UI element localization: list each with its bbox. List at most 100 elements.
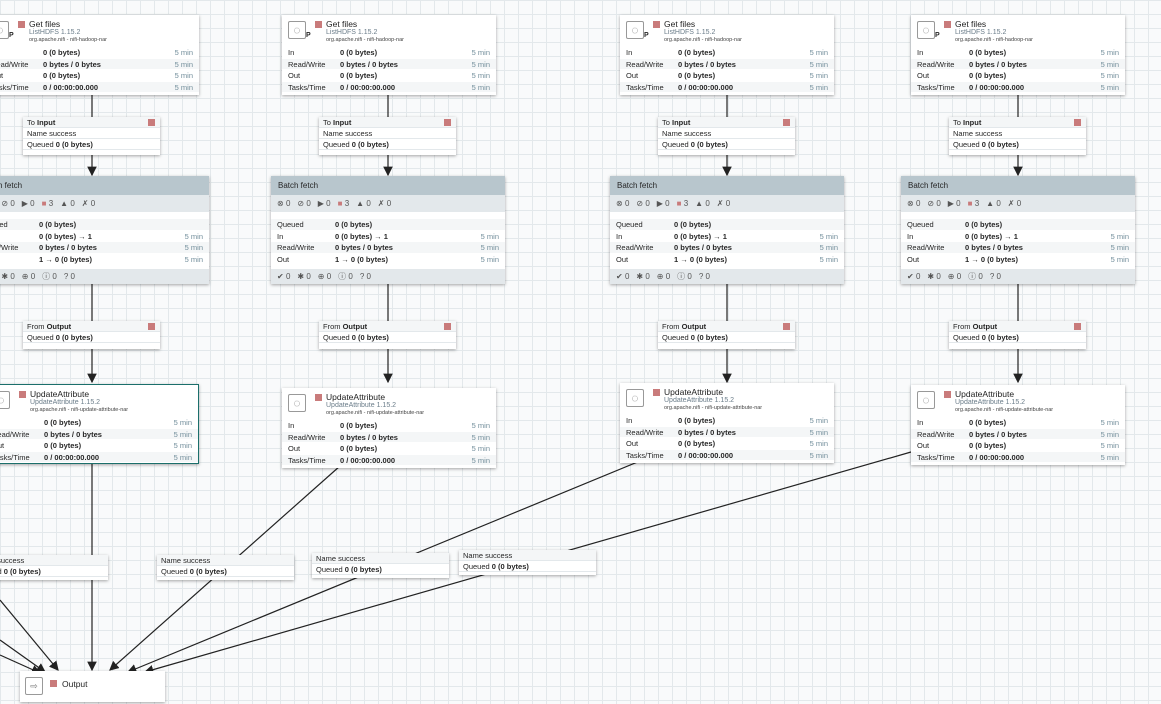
- version-status: ✔ 0: [277, 272, 291, 281]
- version-icon: ✔: [277, 272, 284, 281]
- version-icon: ⓘ: [42, 272, 51, 281]
- status-icon: ▶: [656, 199, 663, 208]
- output-port[interactable]: ⇨ Output: [20, 671, 165, 702]
- status-icon: ■: [337, 199, 343, 208]
- status-icon: ✗: [1007, 199, 1015, 208]
- stopped-icon: [444, 323, 451, 330]
- version-status: ⓘ 0: [42, 272, 57, 281]
- version-icon: ✱: [1, 272, 9, 281]
- status-count: ⊘ 0: [927, 199, 941, 208]
- stat-row: In0 (0 bytes)5 min: [0, 46, 199, 58]
- version-status: ✔ 0: [616, 272, 630, 281]
- version-status: ? 0: [989, 272, 1001, 281]
- stopped-icon: [944, 21, 951, 28]
- processor-icon: ◌: [288, 21, 306, 39]
- status-count: ✗ 0: [716, 199, 731, 208]
- version-icon: ?: [359, 272, 365, 281]
- status-count: ▲ 0: [60, 199, 75, 208]
- stopped-icon: [19, 391, 26, 398]
- version-status: ? 0: [359, 272, 371, 281]
- version-status: ⓘ 0: [677, 272, 692, 281]
- output-port-label: Output: [62, 679, 88, 689]
- status-icon: ⊘: [636, 199, 644, 208]
- status-icon: ■: [41, 199, 47, 208]
- status-icon: ⊘: [927, 199, 935, 208]
- stopped-icon: [315, 21, 322, 28]
- version-icon: ⊕: [317, 272, 325, 281]
- status-icon: ⊘: [297, 199, 305, 208]
- version-status: ⓘ 0: [968, 272, 983, 281]
- status-count: ■ 3: [41, 199, 54, 208]
- version-icon: ⓘ: [338, 272, 347, 281]
- version-status: ✔ 0: [907, 272, 921, 281]
- stopped-icon: [653, 21, 660, 28]
- version-status: ? 0: [698, 272, 710, 281]
- status-count: ⊘ 0: [1, 199, 15, 208]
- status-icon: ✗: [81, 199, 89, 208]
- version-status: ✱ 0: [636, 272, 650, 281]
- version-icon: ⊕: [21, 272, 29, 281]
- status-count: ▲ 0: [356, 199, 371, 208]
- version-icon: ✱: [297, 272, 305, 281]
- status-icon: ✗: [377, 199, 385, 208]
- stopped-icon: [148, 119, 155, 126]
- processor-icon: ◌: [626, 21, 644, 39]
- processor-icon: ◌: [0, 21, 9, 39]
- status-count: ✗ 0: [1007, 199, 1022, 208]
- status-count: ■ 3: [967, 199, 980, 208]
- version-status: ✱ 0: [927, 272, 941, 281]
- status-count: ⊗ 0: [616, 199, 630, 208]
- version-icon: ✱: [927, 272, 935, 281]
- version-status: ? 0: [63, 272, 75, 281]
- version-status: ⊕ 0: [947, 272, 962, 281]
- stopped-icon: [50, 680, 57, 687]
- status-icon: ⊘: [1, 199, 9, 208]
